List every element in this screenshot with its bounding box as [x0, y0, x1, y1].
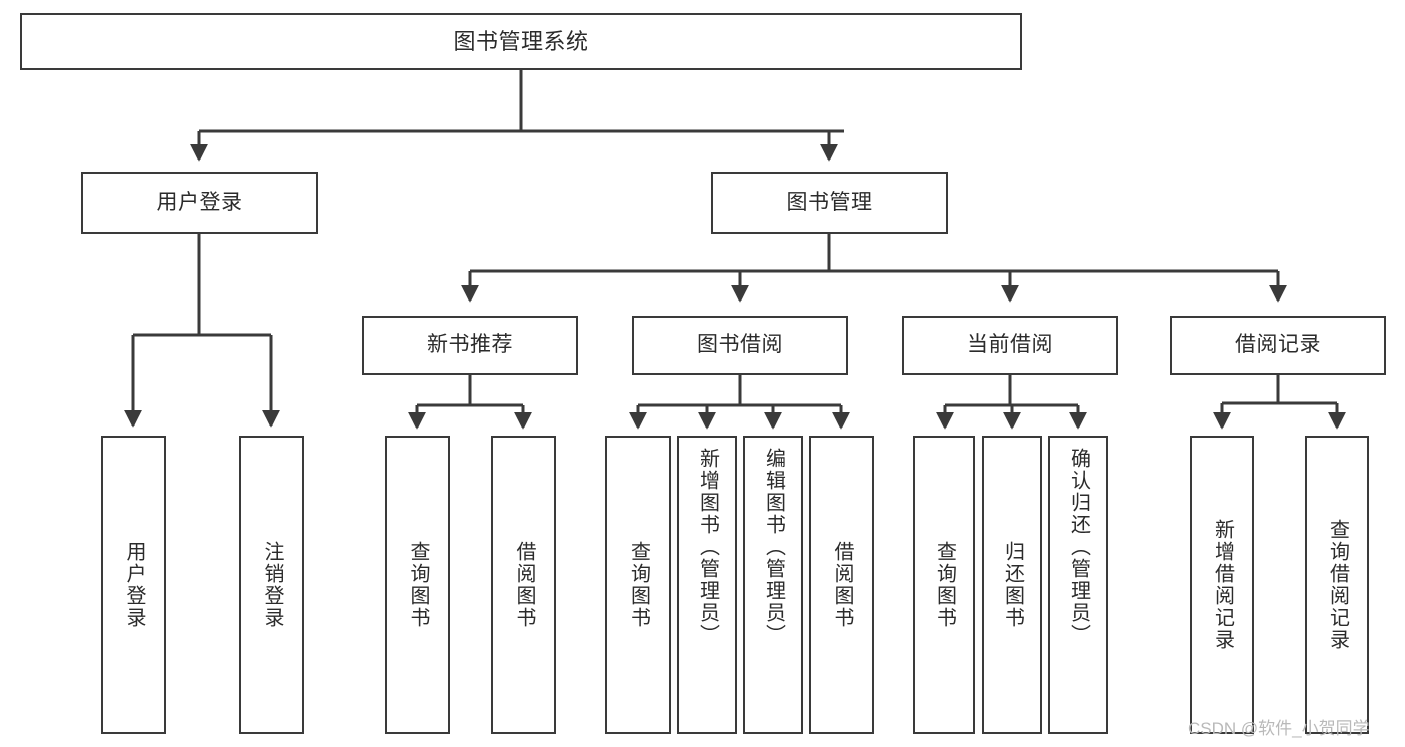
node-label: 借阅记录: [1235, 333, 1321, 357]
leaf-return-book[interactable]: 归还图书: [982, 436, 1042, 734]
node-label: 新书推荐: [427, 333, 513, 357]
node-label: 确认归还（管理员）: [1067, 448, 1090, 646]
watermark-text: CSDN @软件_小贺同学: [1188, 719, 1370, 738]
leaf-query-book-current[interactable]: 查询图书: [913, 436, 975, 734]
node-label: 借阅图书: [513, 541, 535, 629]
leaf-query-borrow-record[interactable]: 查询借阅记录: [1305, 436, 1369, 734]
node-label: 归还图书: [1001, 541, 1024, 629]
node-label: 新增借阅记录: [1211, 519, 1234, 651]
leaf-edit-book-admin[interactable]: 编辑图书（管理员）: [743, 436, 803, 734]
node-label: 编辑图书（管理员）: [762, 448, 785, 646]
leaf-user-login[interactable]: 用户登录: [101, 436, 166, 734]
node-borrow-records[interactable]: 借阅记录: [1170, 316, 1386, 375]
node-label: 注销登录: [261, 541, 283, 629]
leaf-borrow-book-new[interactable]: 借阅图书: [491, 436, 556, 734]
leaf-user-logout[interactable]: 注销登录: [239, 436, 304, 734]
node-label: 查询图书: [627, 541, 650, 629]
node-current-borrow[interactable]: 当前借阅: [902, 316, 1118, 375]
node-label: 图书管理: [786, 190, 873, 214]
node-label: 图书借阅: [697, 333, 783, 357]
node-label: 图书管理系统: [453, 28, 589, 54]
node-label: 用户登录: [156, 190, 243, 214]
leaf-add-borrow-record[interactable]: 新增借阅记录: [1190, 436, 1254, 734]
node-label: 借阅图书: [831, 541, 853, 629]
node-book-borrow[interactable]: 图书借阅: [632, 316, 848, 375]
node-label: 查询图书: [933, 541, 956, 629]
leaf-borrow-book[interactable]: 借阅图书: [809, 436, 874, 734]
node-label: 新增图书（管理员）: [696, 448, 719, 646]
node-label: 查询图书: [407, 541, 429, 629]
leaf-query-book-new[interactable]: 查询图书: [385, 436, 450, 734]
node-root-system[interactable]: 图书管理系统: [20, 13, 1022, 70]
node-user-login[interactable]: 用户登录: [81, 172, 318, 234]
leaf-confirm-return-admin[interactable]: 确认归还（管理员）: [1048, 436, 1108, 734]
node-new-book-recommend[interactable]: 新书推荐: [362, 316, 578, 375]
node-book-management[interactable]: 图书管理: [711, 172, 948, 234]
leaf-query-book-borrow[interactable]: 查询图书: [605, 436, 671, 734]
node-label: 查询借阅记录: [1326, 519, 1349, 651]
leaf-add-book-admin[interactable]: 新增图书（管理员）: [677, 436, 737, 734]
node-label: 用户登录: [123, 541, 145, 629]
node-label: 当前借阅: [967, 333, 1053, 357]
